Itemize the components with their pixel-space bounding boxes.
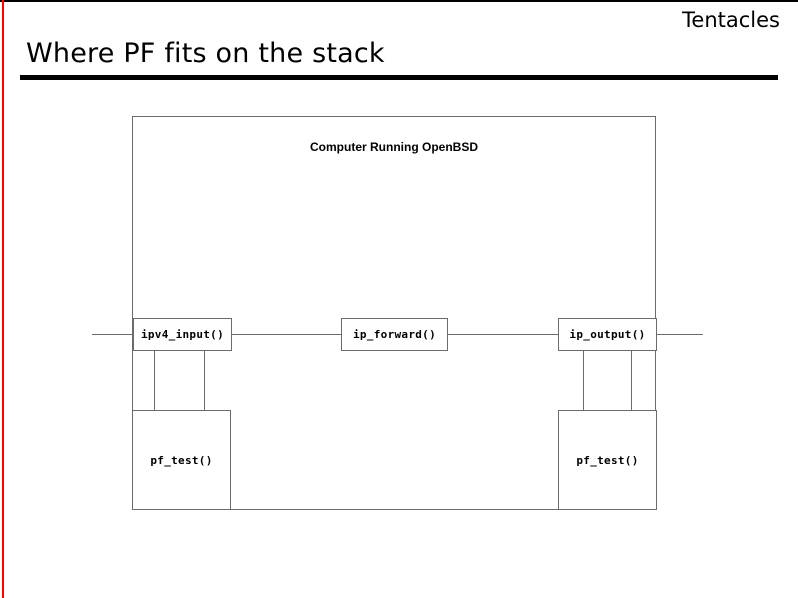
- top-border-rule: [0, 0, 798, 2]
- node-ip-output: ip_output(): [558, 318, 657, 351]
- host-container-label: Computer Running OpenBSD: [310, 140, 478, 154]
- node-pf-test-outbound-label: pf_test(): [576, 453, 639, 467]
- node-ip-output-label: ip_output(): [569, 328, 646, 341]
- node-ipv4-input: ipv4_input(): [133, 318, 232, 351]
- node-pf-test-outbound: pf_test(): [558, 410, 657, 510]
- wire-ipv4-input-to-pf-test-left-b: [204, 350, 205, 411]
- node-ipv4-input-label: ipv4_input(): [140, 328, 225, 341]
- wire-ip-output-to-pf-test-right-a: [583, 350, 584, 411]
- node-ip-forward-label: ip_forward(): [352, 328, 437, 341]
- left-accent-rule: [2, 0, 4, 598]
- wire-ip-output-to-external: [656, 334, 703, 335]
- wire-ip-forward-to-ip-output: [447, 334, 559, 335]
- node-pf-test-inbound-label: pf_test(): [150, 453, 213, 467]
- deck-name: Tentacles: [682, 8, 780, 32]
- wire-ipv4-input-to-ip-forward: [231, 334, 342, 335]
- title-underline-rule: [20, 75, 778, 80]
- host-container-box: [132, 116, 656, 510]
- node-pf-test-inbound: pf_test(): [132, 410, 231, 510]
- wire-external-to-ipv4-input: [92, 334, 134, 335]
- wire-ip-output-to-pf-test-right-b: [631, 350, 632, 411]
- wire-ipv4-input-to-pf-test-left-a: [154, 350, 155, 411]
- page-title: Where PF fits on the stack: [26, 38, 385, 69]
- node-ip-forward: ip_forward(): [341, 318, 448, 351]
